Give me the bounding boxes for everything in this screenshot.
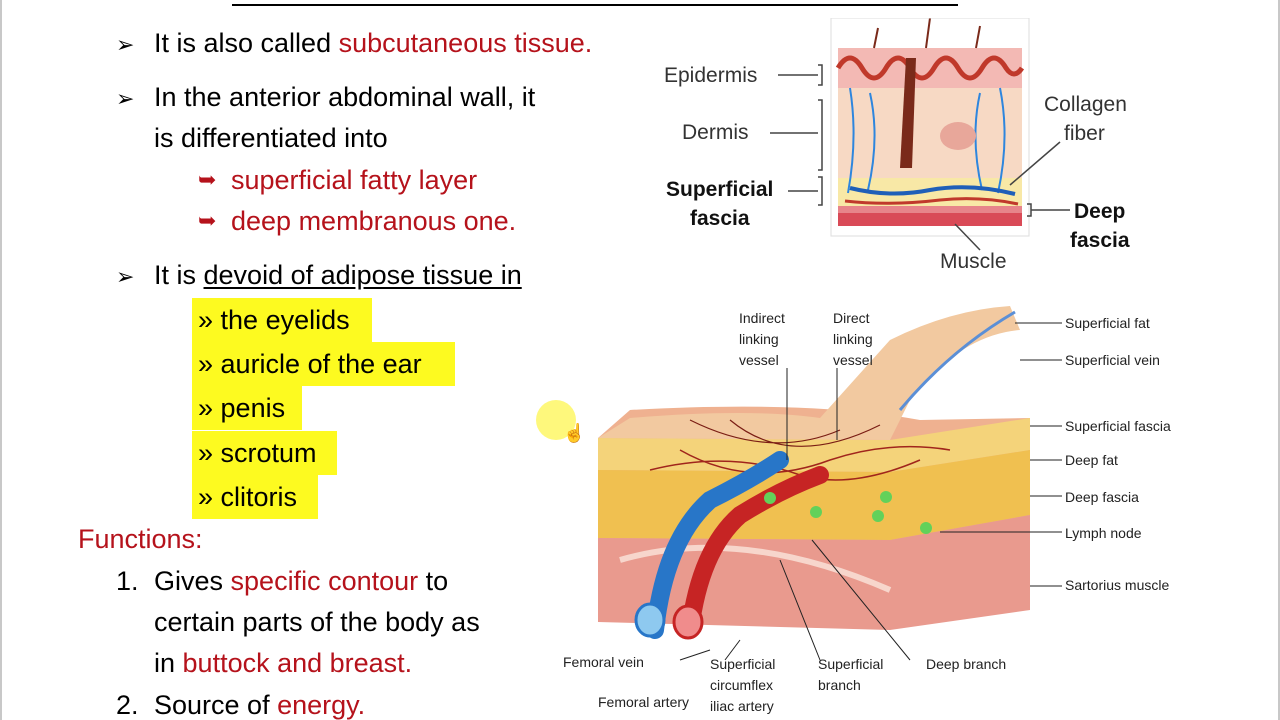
muscle-leader-line: [954, 223, 981, 251]
label-collagen-1: Collagen: [1044, 93, 1127, 116]
label-sartorius: Sartorius muscle: [1065, 577, 1170, 593]
function-2-a: Source of: [154, 690, 278, 720]
highlighted-item: » scrotum: [192, 431, 337, 475]
label-muscle: Muscle: [940, 250, 1007, 273]
highlighted-item: » penis: [192, 386, 302, 430]
label-superficial-vein: Superficial vein: [1065, 352, 1160, 368]
label-circumflex-2: circumflex: [710, 677, 774, 693]
bullet-arrow-icon: ➢: [116, 264, 135, 289]
function-2-number: 2.: [116, 690, 139, 720]
block-diagram-leaders: [679, 322, 1062, 661]
subcutaneous-block-diagram: [598, 306, 1030, 640]
bullet-3-underlined: devoid of adipose tissue in: [203, 260, 522, 290]
highlighted-item: » the eyelids: [192, 298, 372, 342]
bullet-1-highlight: subcutaneous tissue.: [338, 28, 593, 58]
curved-arrow-icon: ➥: [198, 208, 217, 233]
bullet-3-prefix: It is: [154, 260, 204, 290]
function-1-number: 1.: [116, 566, 139, 596]
label-circumflex-3: iliac artery: [710, 698, 774, 714]
highlighted-item: » auricle of the ear: [192, 342, 455, 386]
bullet-arrow-icon: ➢: [116, 32, 135, 57]
label-superficial-fat: Superficial fat: [1065, 315, 1150, 331]
bullet-3: It is devoid of adipose tissue in: [154, 258, 522, 292]
function-1-line-3b: buttock and breast.: [182, 648, 413, 678]
deep-fascia-leader-line: [1027, 203, 1070, 217]
function-1-b: specific contour: [230, 566, 419, 596]
function-1-line-3a: in: [154, 648, 183, 678]
label-indirect-3: vessel: [739, 352, 779, 368]
skin-diagram-leaders: [770, 64, 823, 206]
label-superficial-fascia-1: Superficial: [666, 178, 774, 201]
slide-right-border: [1278, 0, 1280, 720]
label-epidermis: Epidermis: [664, 64, 758, 87]
slide-left-border: [0, 0, 2, 720]
bullet-1-prefix: It is also called: [154, 28, 339, 58]
highlighted-item-text: penis: [220, 393, 286, 423]
function-1-a: Gives: [154, 566, 231, 596]
function-1-c: to: [418, 566, 449, 596]
label-direct-3: vessel: [833, 352, 873, 368]
label-indirect-1: Indirect: [739, 310, 785, 326]
label-circumflex-1: Superficial: [710, 656, 776, 672]
label-direct-2: linking: [833, 331, 873, 347]
label-superficial-branch-1: Superficial: [818, 656, 884, 672]
title-underline: [232, 0, 958, 6]
function-2-b: energy.: [277, 690, 366, 720]
sub-item-2: deep membranous one.: [231, 206, 517, 236]
highlighted-item-text: the eyelids: [220, 305, 350, 335]
bullet-1: It is also called subcutaneous tissue.: [154, 26, 592, 60]
bullet-2-line-1: In the anterior abdominal wall, it: [154, 82, 536, 112]
label-deep-fat: Deep fat: [1065, 452, 1118, 468]
label-indirect-2: linking: [739, 331, 779, 347]
bullet-2-line-2: is differentiated into: [154, 123, 388, 153]
function-1-line-3: in buttock and breast.: [154, 646, 412, 680]
skin-cross-section-diagram: [830, 18, 1030, 237]
label-dermis: Dermis: [682, 121, 749, 144]
label-deep-fascia: Deep fascia: [1065, 489, 1139, 505]
label-femoral-artery: Femoral artery: [598, 694, 690, 710]
curved-arrow-icon: ➥: [198, 167, 217, 192]
label-superficial-branch-2: branch: [818, 677, 861, 693]
cursor-highlight: [536, 400, 576, 440]
label-lymph-node: Lymph node: [1065, 525, 1142, 541]
highlighted-item: » clitoris: [192, 475, 318, 519]
function-2: Source of energy.: [154, 688, 365, 720]
collagen-leader-line: [1009, 141, 1061, 186]
hand-cursor-icon: ☝: [563, 423, 586, 443]
function-1-line-1: Gives specific contour to: [154, 564, 448, 598]
label-femoral-vein: Femoral vein: [563, 654, 644, 670]
highlighted-item-text: auricle of the ear: [220, 349, 422, 379]
bullet-arrow-icon: ➢: [116, 86, 135, 111]
functions-heading: Functions:: [78, 524, 203, 554]
label-deep-fascia-2: fascia: [1070, 229, 1130, 252]
label-deep-fascia-1: Deep: [1074, 200, 1126, 223]
label-deep-branch: Deep branch: [926, 656, 1007, 672]
label-superficial-fascia-2: fascia: [690, 207, 750, 230]
highlighted-item-text: clitoris: [220, 482, 298, 512]
highlighted-item-text: scrotum: [220, 438, 317, 468]
label-direct-1: Direct: [833, 310, 870, 326]
function-1-line-2: certain parts of the body as: [154, 607, 480, 637]
label-superficial-fascia: Superficial fascia: [1065, 418, 1171, 434]
sub-item-1: superficial fatty layer: [231, 165, 478, 195]
label-collagen-2: fiber: [1064, 122, 1105, 145]
